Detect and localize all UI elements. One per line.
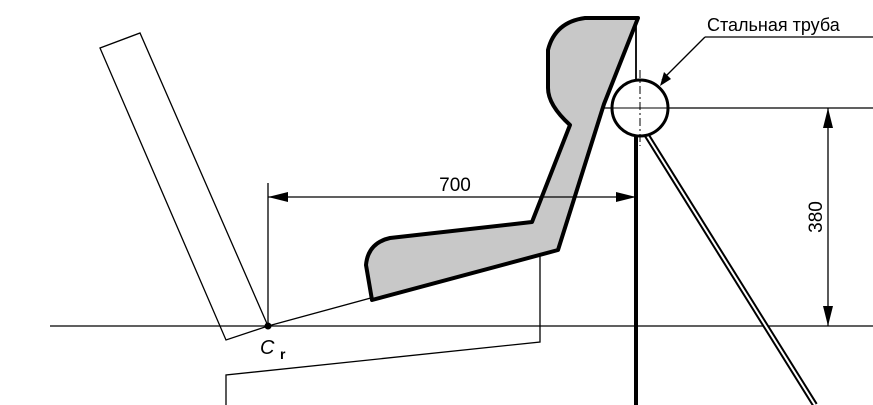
seatback-outline: [99, 32, 269, 341]
dimension-700-label: 700: [439, 175, 471, 196]
dimension-380-arrow-bottom: [823, 306, 833, 326]
dimension-700-arrow-left: [268, 192, 288, 202]
dimension-380-label: 380: [806, 201, 827, 233]
pipe-leader-arrowhead: [660, 72, 671, 86]
test-body-shape: [364, 16, 640, 302]
cr-label-subscript: r: [280, 346, 286, 362]
diagonal-support-inner: [645, 133, 816, 405]
cr-label: C r: [260, 337, 286, 362]
dimension-700-arrow-right: [616, 192, 636, 202]
cr-point: [264, 322, 272, 330]
cr-label-letter: C: [260, 337, 275, 359]
dimension-380-arrow-top: [823, 108, 833, 128]
pipe-leader-line: [661, 36, 706, 81]
steel-pipe-label: Стальная труба: [707, 15, 841, 35]
